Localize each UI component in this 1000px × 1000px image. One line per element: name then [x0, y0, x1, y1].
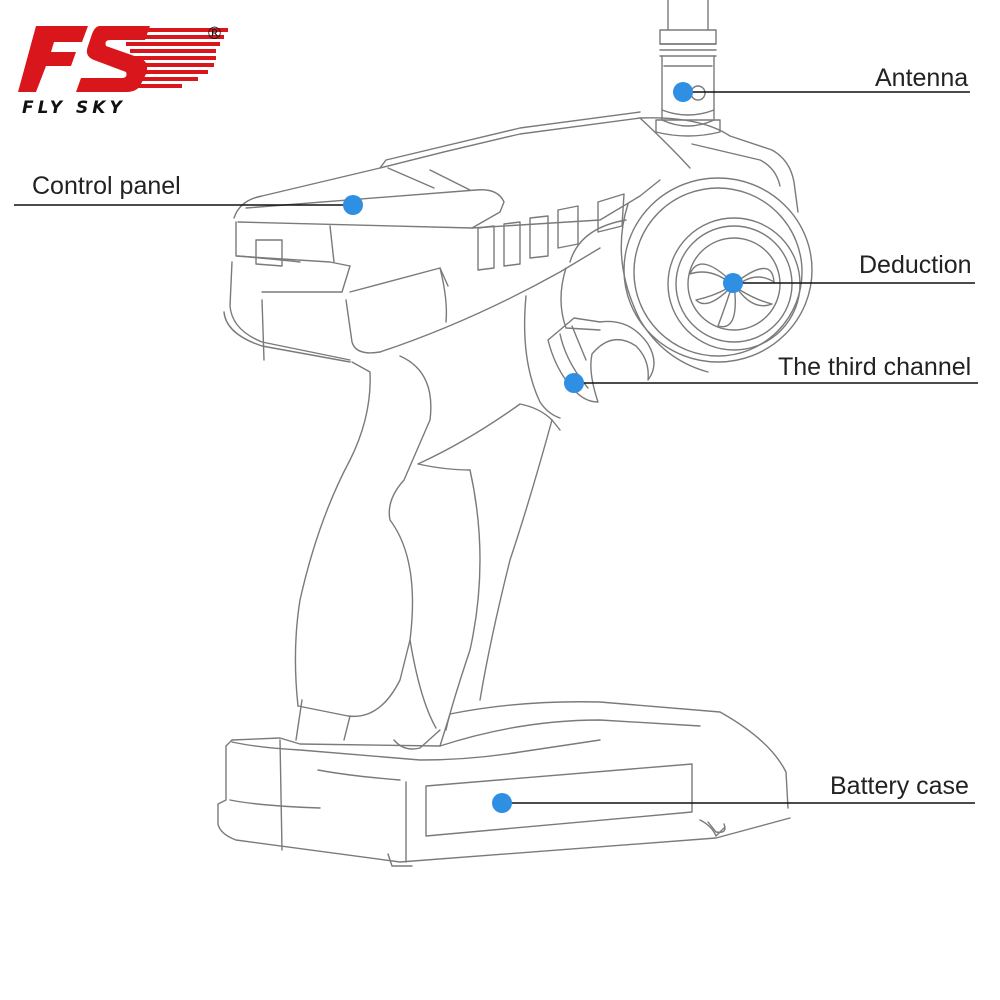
callout-markers — [343, 82, 743, 813]
trigger-part — [547, 317, 655, 403]
third-channel-marker — [564, 373, 584, 393]
flysky-logo — [18, 26, 228, 92]
third-channel-label: The third channel — [778, 353, 972, 381]
base-part — [217, 701, 791, 867]
control-panel-label: Control panel — [32, 172, 181, 200]
logo-wordmark: FLY SKY — [22, 98, 126, 118]
control-panel-marker — [343, 195, 363, 215]
top-housing — [223, 111, 799, 363]
battery-case-marker — [492, 793, 512, 813]
antenna-label: Antenna — [875, 64, 969, 92]
grip-part — [294, 295, 561, 750]
battery-case-label: Battery case — [830, 772, 969, 800]
antenna-marker — [673, 82, 693, 102]
deduction-marker — [723, 273, 743, 293]
leader-lines — [14, 91, 978, 804]
steering-wheel-part — [560, 177, 813, 373]
registered-mark: ® — [206, 24, 223, 44]
antenna-part — [655, 0, 721, 137]
deduction-label: Deduction — [859, 251, 972, 279]
